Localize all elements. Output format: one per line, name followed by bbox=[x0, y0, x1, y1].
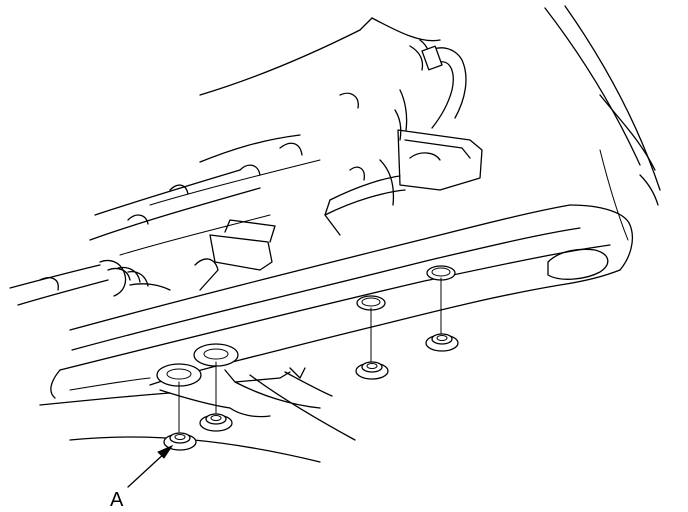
upper-body-outline bbox=[199, 5, 661, 241]
drive-shaft bbox=[9, 259, 171, 306]
subframe bbox=[39, 204, 634, 463]
flange-nut-3 bbox=[199, 413, 233, 432]
flange-nuts bbox=[163, 333, 459, 451]
alignment-lines bbox=[178, 277, 442, 433]
hole-4 bbox=[156, 363, 202, 387]
callout-arrowhead bbox=[157, 444, 174, 459]
callout-a: A bbox=[110, 444, 174, 511]
mounting-holes bbox=[156, 265, 456, 387]
callout-label: A bbox=[110, 489, 124, 511]
engine-block bbox=[89, 92, 365, 291]
hole-1 bbox=[426, 265, 456, 281]
hole-2 bbox=[356, 295, 386, 311]
flange-nut-2 bbox=[355, 361, 389, 380]
hose-assembly bbox=[394, 39, 467, 141]
callout-leader-line bbox=[127, 451, 167, 488]
mount-bracket bbox=[324, 129, 483, 236]
flange-nut-1 bbox=[425, 333, 459, 352]
